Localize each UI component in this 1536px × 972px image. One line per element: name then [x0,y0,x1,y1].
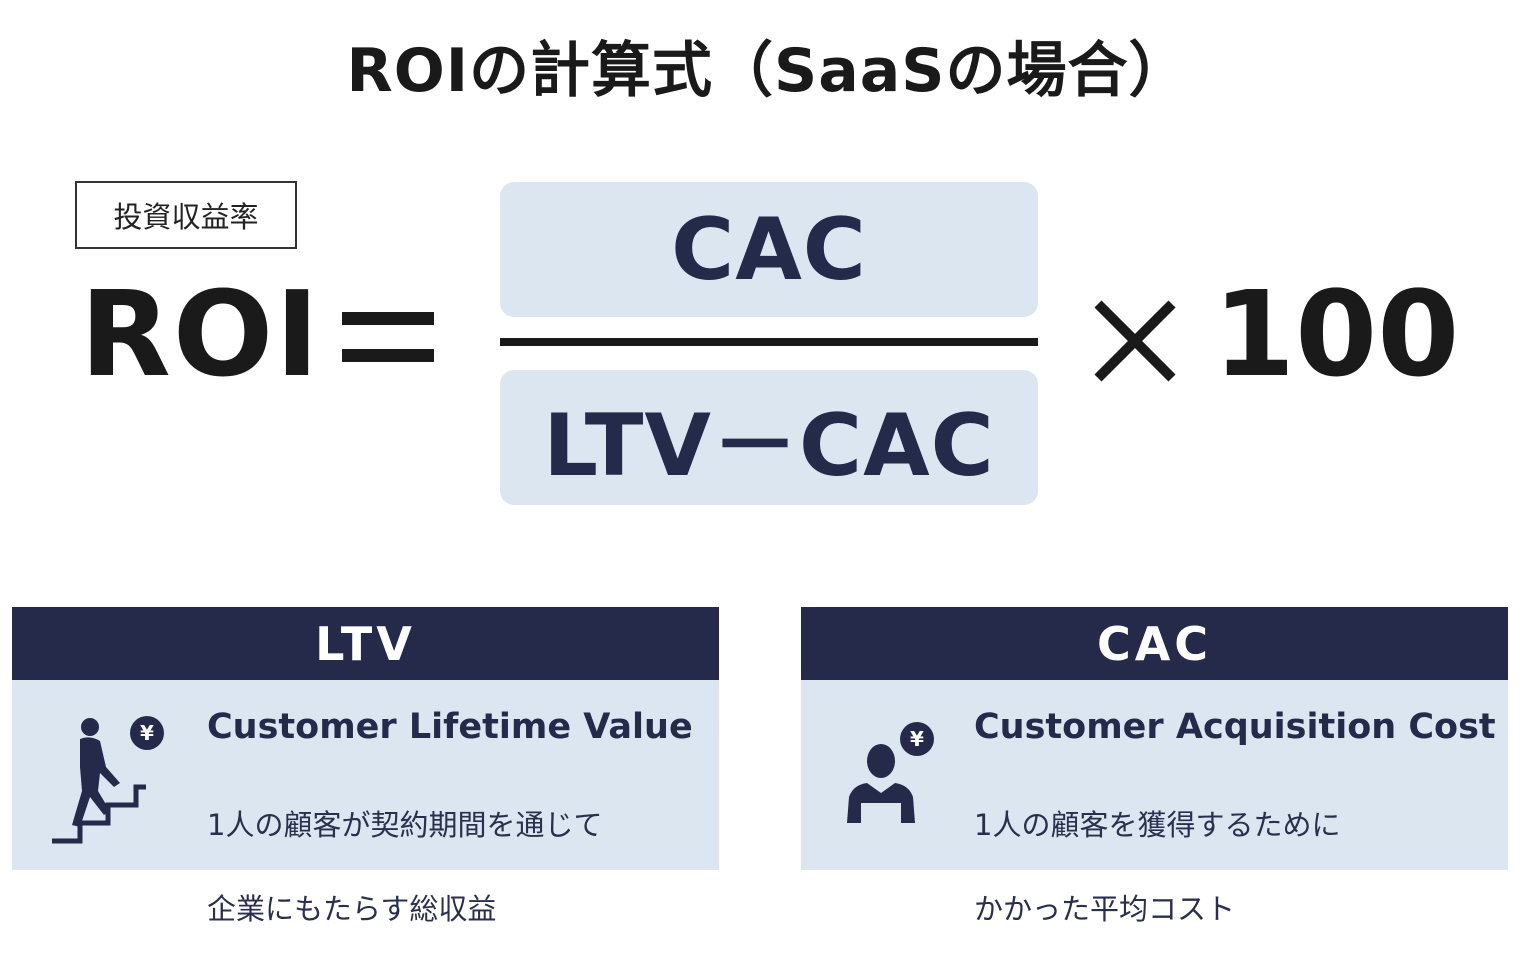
fraction-numerator: CAC [500,182,1038,317]
bubble-label: 投資収益率 [113,200,259,234]
cac-badge-text: ¥ [910,727,924,751]
cac-card-title: Customer Acquisition Cost [974,707,1496,747]
numerator-text: CAC [671,199,867,300]
fraction-denominator: LTV－CAC [500,370,1038,505]
ltv-badge-text: ¥ [140,721,154,745]
cac-card: CAC ¥ Customer Acquisition Cost 1人の顧客を獲得… [801,607,1508,926]
denominator-text: LTV－CAC [543,396,995,496]
ltv-card-heading: LTV [12,607,719,680]
formula-multiplier: 100 [1213,265,1460,403]
page-title: ROIの計算式（SaaSの場合） [346,36,1190,106]
cac-desc-line-1: 1人の顧客を獲得するために [974,808,1341,842]
ltv-desc-line-2: 企業にもたらす総収益 [207,892,497,926]
ltv-desc-line-1: 1人の顧客が契約期間を通じて [207,808,603,842]
person-climbing-stairs-icon: ¥ [52,716,164,844]
multiply-sign-icon [1094,300,1176,382]
ltv-card: LTV ¥ Customer Lifetime Value 1人の顧客が契約期間… [12,607,719,926]
ltv-card-description: 1人の顧客が契約期間を通じて 企業にもたらす総収益 [207,762,602,972]
roi-meaning-bubble: 投資収益率 [75,181,297,249]
cac-card-description: 1人の顧客を獲得するために かかった平均コスト [974,762,1340,972]
cac-desc-line-2: かかった平均コスト [974,892,1236,926]
ltv-card-title: Customer Lifetime Value [207,707,693,747]
equals-sign-icon [342,312,434,362]
person-bust-icon: ¥ [847,722,934,823]
formula-lhs: ROI [80,265,322,403]
fraction-line [500,338,1038,346]
cac-card-heading: CAC [801,607,1508,680]
